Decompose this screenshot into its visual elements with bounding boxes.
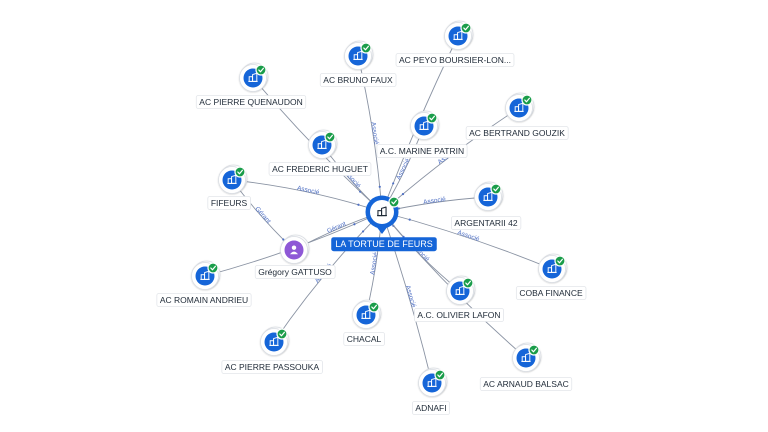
verified-check-icon [388, 196, 400, 208]
node-chacal[interactable]: CHACAL [343, 299, 385, 346]
edge-olivier[interactable]: Associé [381, 211, 461, 292]
edge-label: Gérant [253, 206, 272, 226]
node-label: AC ARNAUD BALSAC [479, 377, 573, 391]
nodes-layer: AC BRUNO FAUX AC PEYO BOURSIER-LON... AC P… [156, 20, 587, 415]
node-label: AC BERTRAND GOUZIK [465, 126, 569, 140]
node-fifeurs[interactable]: FIFEURS [207, 164, 251, 210]
node-label-text: AC BERTRAND GOUZIK [469, 128, 565, 138]
center-node[interactable]: LA TORTUE DE FEURS [331, 195, 437, 252]
edge-arrow-dot [392, 182, 395, 185]
node-label-text: AC ARNAUD BALSAC [483, 379, 569, 389]
center-layer: LA TORTUE DE FEURS [331, 195, 437, 252]
center-pin-tip [376, 226, 388, 234]
verified-check-icon [521, 94, 533, 106]
node-gregory[interactable]: Grégory GATTUSO [254, 234, 336, 279]
person-icon [290, 245, 298, 255]
node-label: AC BRUNO FAUX [319, 73, 397, 87]
node-label: ARGENTARII 42 [451, 216, 522, 230]
edge-fifeurs[interactable]: Associé [231, 179, 383, 213]
edge-arrow-dot [357, 203, 360, 206]
edge-label: Associé [423, 196, 447, 206]
node-avatar [284, 240, 304, 260]
node-label: AC PIERRE PASSOUKA [221, 360, 323, 374]
verified-check-icon [207, 262, 219, 274]
node-label-text: CHACAL [347, 334, 382, 344]
node-label: A.C. OLIVIER LAFON [414, 308, 504, 322]
node-label: AC FREDERIC HUGUET [268, 162, 372, 176]
node-arnaud[interactable]: AC ARNAUD BALSAC [479, 342, 573, 391]
center-building-icon [377, 206, 387, 217]
node-olivier[interactable]: A.C. OLIVIER LAFON [414, 275, 504, 322]
node-label-text: A.C. MARINE PATRIN [380, 146, 464, 156]
edge-label: Associé [457, 229, 481, 243]
edge-label: Associé [369, 122, 379, 146]
node-label-text: COBA FINANCE [519, 288, 583, 298]
edge-label: Associé [369, 251, 379, 275]
node-bertrand[interactable]: AC BERTRAND GOUZIK [465, 92, 569, 140]
verified-check-icon [434, 369, 446, 381]
node-pierreq[interactable]: AC PIERRE QUENAUDON [195, 62, 307, 109]
verified-check-icon [255, 64, 267, 76]
node-label: AC ROMAIN ANDRIEU [156, 293, 252, 307]
edge-label: Associé [404, 285, 417, 309]
verified-check-icon [234, 166, 246, 178]
node-label: CHACAL [343, 332, 385, 346]
node-label-text: AC ROMAIN ANDRIEU [160, 295, 248, 305]
node-label: AC PIERRE QUENAUDON [195, 95, 307, 109]
edge-arrow-dot [361, 230, 365, 233]
node-label-text: AC PIERRE PASSOUKA [225, 362, 320, 372]
verified-check-icon [490, 183, 502, 195]
node-bruno[interactable]: AC BRUNO FAUX [319, 40, 397, 87]
node-label-text: ADNAFI [415, 403, 446, 413]
edge-arrow-dot [397, 207, 400, 210]
node-label-text: AC PEYO BOURSIER-LON... [399, 55, 511, 65]
node-label: ADNAFI [412, 401, 450, 415]
node-pierrep[interactable]: AC PIERRE PASSOUKA [221, 326, 323, 374]
edge-fifeurs-gregory[interactable]: Gérant [231, 179, 295, 251]
node-argentarii[interactable]: ARGENTARII 42 [451, 181, 522, 230]
verified-check-icon [360, 42, 372, 54]
node-label-text: AC PIERRE QUENAUDON [199, 97, 302, 107]
node-label-text: AC FREDERIC HUGUET [272, 164, 368, 174]
node-label: A.C. MARINE PATRIN [376, 144, 468, 158]
verified-check-icon [460, 22, 472, 34]
node-peyo[interactable]: AC PEYO BOURSIER-LON... [395, 20, 515, 67]
node-label: AC PEYO BOURSIER-LON... [395, 53, 515, 67]
node-label: COBA FINANCE [515, 286, 587, 300]
node-label-text: FIFEURS [211, 198, 248, 208]
verified-check-icon [426, 112, 438, 124]
node-label-text: Grégory GATTUSO [258, 267, 332, 277]
node-label-text: A.C. OLIVIER LAFON [417, 310, 500, 320]
node-label: Grégory GATTUSO [254, 265, 336, 279]
edge-label: Associé [395, 157, 411, 181]
node-romain[interactable]: AC ROMAIN ANDRIEU [156, 260, 252, 307]
verified-check-icon [368, 301, 380, 313]
edge-arrow-dot [378, 185, 381, 188]
center-label: LA TORTUE DE FEURS [331, 237, 437, 252]
verified-check-icon [528, 344, 540, 356]
center-label-text: LA TORTUE DE FEURS [335, 239, 433, 249]
node-label-text: AC BRUNO FAUX [323, 75, 393, 85]
node-adnafi[interactable]: ADNAFI [412, 367, 450, 415]
node-frederic[interactable]: AC FREDERIC HUGUET [268, 129, 372, 176]
verified-check-icon [462, 277, 474, 289]
edge-arrow-dot [401, 192, 405, 196]
edge-arrow-dot [282, 238, 285, 241]
node-label-text: ARGENTARII 42 [454, 218, 517, 228]
edge-label: Associé [296, 185, 320, 197]
verified-check-icon [554, 255, 566, 267]
node-label: FIFEURS [207, 196, 251, 210]
edge-label: Gérant [326, 221, 347, 235]
edge-arrow-dot [408, 218, 411, 221]
verified-check-icon [276, 328, 288, 340]
node-coba[interactable]: COBA FINANCE [515, 253, 587, 300]
verified-check-icon [324, 131, 336, 143]
edge-arrow-dot [353, 223, 356, 226]
node-marine[interactable]: A.C. MARINE PATRIN [376, 110, 468, 158]
